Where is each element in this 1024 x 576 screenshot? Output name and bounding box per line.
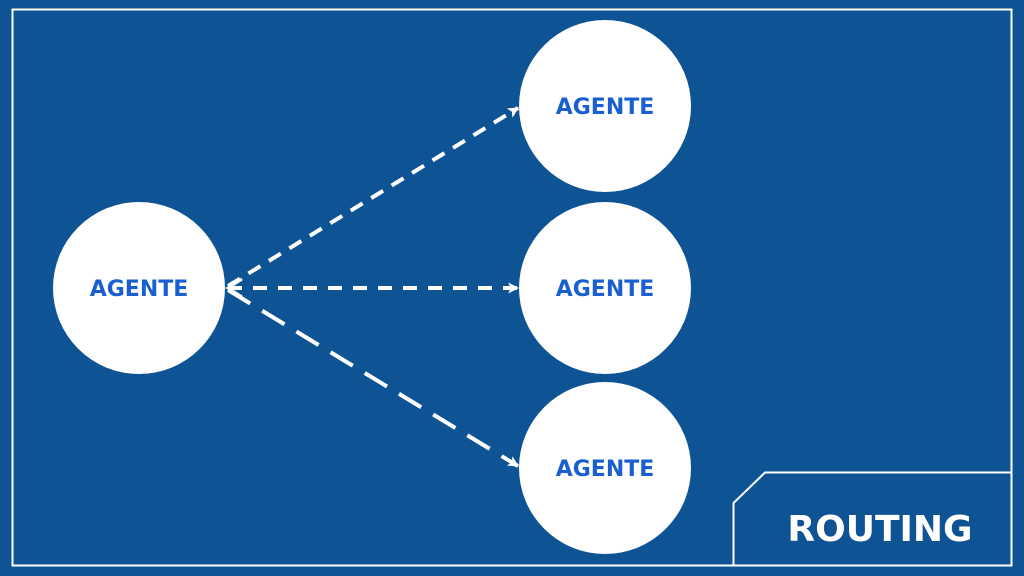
node-target-middle: AGENTE xyxy=(519,202,691,374)
edge-source-to-top xyxy=(226,106,520,288)
outer-frame xyxy=(11,8,1013,567)
source-arrow-tail xyxy=(225,277,243,299)
node-target-top: AGENTE xyxy=(519,20,691,192)
node-source: AGENTE xyxy=(53,202,225,374)
node-target-bottom: AGENTE xyxy=(519,382,691,554)
edges xyxy=(225,106,520,468)
edge-source-to-bottom xyxy=(226,288,520,468)
title-box xyxy=(732,471,1012,566)
node-circle xyxy=(519,20,691,192)
node-label: AGENTE xyxy=(90,277,189,302)
node-label: AGENTE xyxy=(556,457,655,482)
node-label: AGENTE xyxy=(556,95,655,120)
node-circle xyxy=(519,382,691,554)
title-label: ROUTING xyxy=(787,509,972,550)
node-label: AGENTE xyxy=(556,277,655,302)
node-circle xyxy=(53,202,225,374)
node-circle xyxy=(519,202,691,374)
